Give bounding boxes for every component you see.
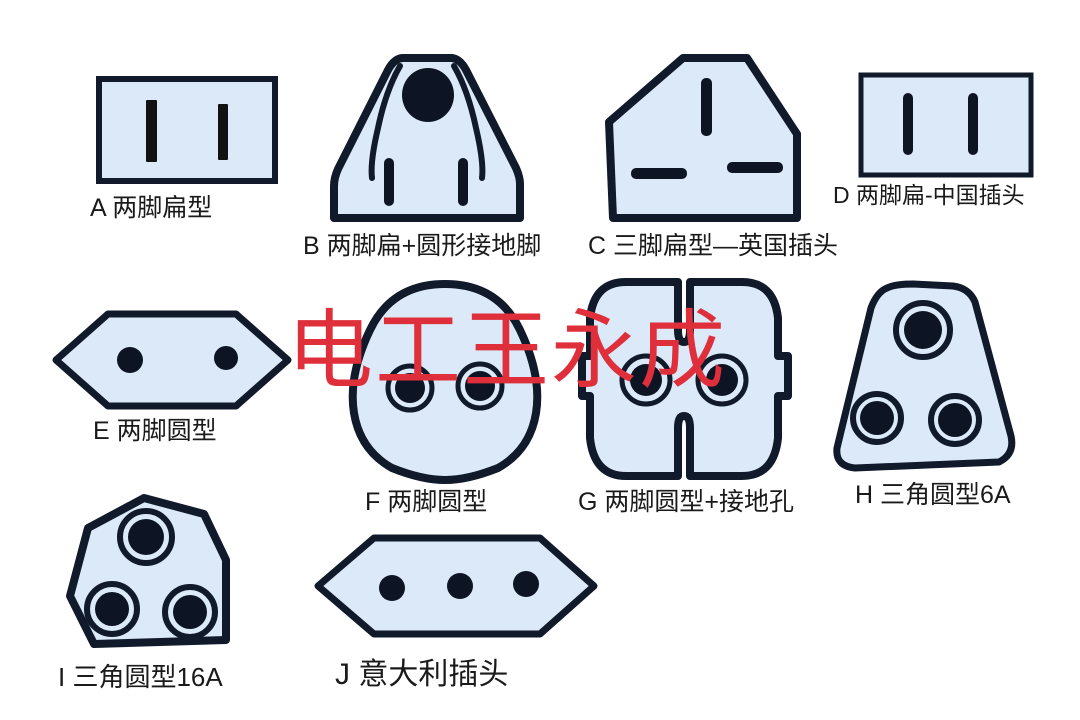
plug-c-diagram — [605, 54, 801, 222]
plug-b-blade-right — [458, 158, 468, 206]
figure-e-caption: E 两脚圆型 — [93, 417, 217, 445]
figure-a-caption: A 两脚扁型 — [90, 194, 213, 222]
plug-a-blade-right — [218, 104, 228, 160]
plug-i-pin-right — [173, 595, 207, 629]
plug-b-earth-pin-hole — [402, 68, 454, 122]
plug-f-pin-right — [465, 371, 495, 401]
figure-g-plug — [578, 276, 796, 482]
plug-c-blade-earth — [701, 78, 712, 136]
plug-h-pin-top — [904, 311, 942, 349]
figure-a-plug — [94, 74, 280, 186]
figure-c-plug — [595, 50, 835, 228]
plug-j-pin-center — [447, 573, 473, 599]
plug-i-pin-top — [128, 519, 164, 555]
plug-a-diagram — [96, 76, 278, 184]
plug-c-blade-left — [631, 168, 687, 179]
plug-e-pin-left — [117, 347, 143, 373]
plug-j-pin-left — [379, 575, 405, 601]
figure-j-plug — [312, 532, 600, 640]
plug-e-body — [52, 310, 292, 410]
plug-g-diagram — [578, 278, 792, 480]
plug-d-blade-right — [968, 93, 978, 155]
figure-b-caption: B 两脚扁+圆形接地脚 — [303, 232, 542, 260]
plug-a-body — [96, 76, 278, 184]
figure-d-plug — [856, 70, 1036, 182]
plug-h-diagram — [833, 280, 1016, 472]
plug-f-body — [348, 280, 542, 484]
plug-e-pin-right — [214, 346, 238, 370]
figure-i-caption: I 三角圆型16A — [58, 662, 223, 692]
plug-f-diagram — [348, 280, 542, 484]
plug-b-diagram — [330, 54, 524, 222]
figure-g-caption: G 两脚圆型+接地孔 — [578, 488, 794, 516]
figure-h-caption: H 三角圆型6A — [855, 481, 1011, 509]
figure-f-plug — [340, 278, 550, 484]
figure-c-caption: C 三脚扁型—英国插头 — [588, 232, 839, 260]
plug-d-blade-left — [903, 93, 913, 155]
plug-c-blade-right — [727, 162, 783, 173]
figure-b-plug — [300, 50, 550, 228]
plug-e-diagram — [52, 310, 292, 410]
figure-e-plug — [50, 308, 294, 412]
plug-g-pin-left — [630, 364, 662, 396]
plug-i-diagram — [66, 494, 230, 648]
figure-j-caption: J 意大利插头 — [335, 658, 509, 691]
plug-g-pin-right — [706, 364, 738, 396]
figure-f-caption: F 两脚圆型 — [365, 488, 488, 516]
figure-d-caption: D 两脚扁-中国插头 — [833, 182, 1025, 208]
plug-j-diagram — [314, 534, 598, 638]
plug-a-blade-left — [146, 100, 157, 162]
plug-i-pin-left — [95, 592, 129, 626]
plug-b-blade-left — [384, 158, 394, 206]
plug-d-diagram — [858, 72, 1034, 178]
plug-h-pin-right — [938, 403, 972, 437]
plug-b-body — [330, 54, 524, 222]
plug-b-shoulder-right — [451, 63, 486, 181]
figure-i-plug — [60, 492, 268, 654]
plug-d-body — [858, 72, 1034, 178]
plug-g-body — [578, 278, 792, 480]
plug-h-pin-left — [860, 401, 894, 435]
plug-b-shoulder-left — [368, 63, 403, 181]
figure-h-plug — [825, 278, 1025, 478]
plug-j-pin-right — [513, 571, 539, 597]
plug-f-pin-left — [395, 373, 425, 403]
